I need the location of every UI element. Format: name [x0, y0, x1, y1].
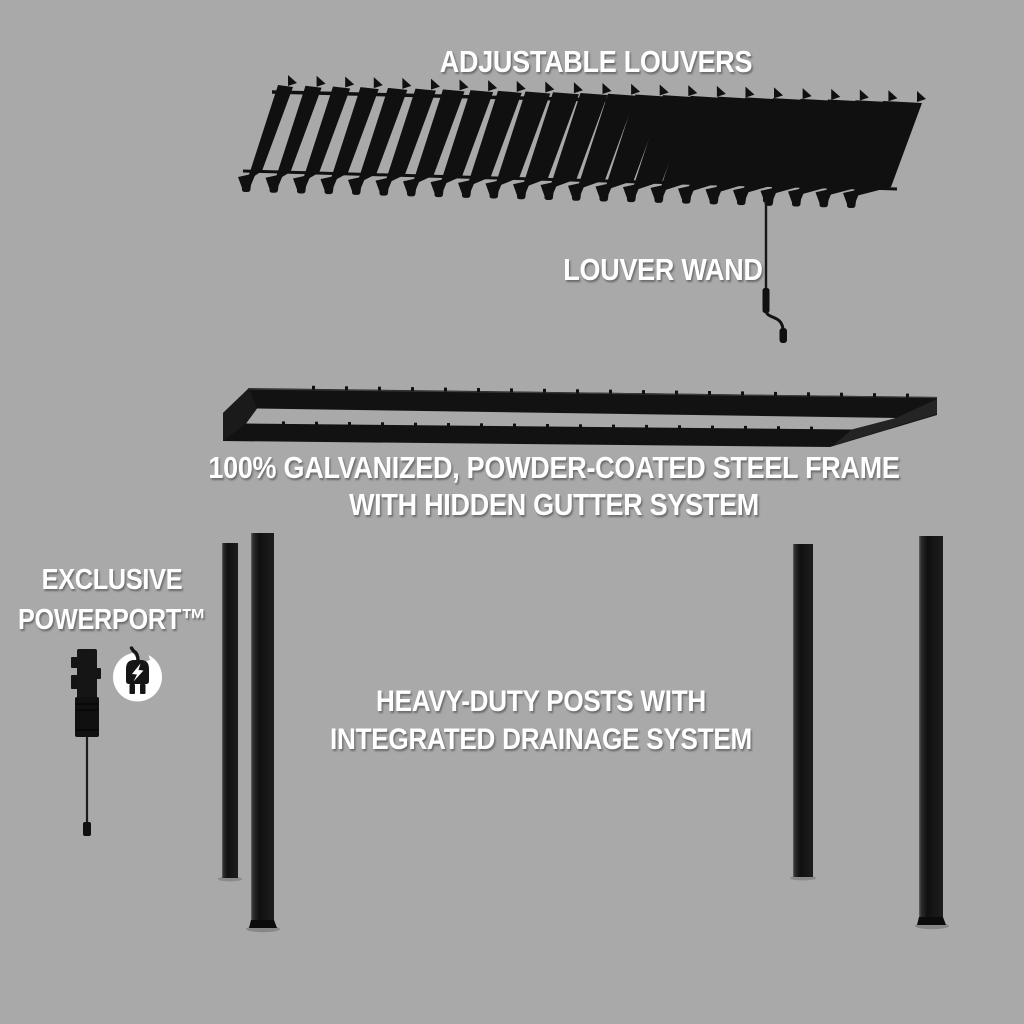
label-text-line2: POWERPORT™: [17, 604, 207, 636]
post-base: [249, 920, 277, 928]
plug-cord: [129, 646, 140, 663]
frame-ring: [223, 388, 937, 447]
louver-slats: [238, 75, 926, 208]
steel-frame: [223, 385, 938, 447]
wand-handle: [779, 328, 787, 343]
frame-left-face: [223, 388, 257, 441]
label-text-line2: INTEGRATED DRAINAGE SYSTEM: [330, 723, 752, 756]
label-adjustable-louvers: ADJUSTABLE LOUVERS: [440, 44, 955, 80]
powerport-tab: [71, 675, 78, 689]
frame-ticks: [282, 385, 909, 431]
louver-assembly: [238, 75, 926, 208]
powerport-device: [71, 646, 162, 836]
label-powerport: EXCLUSIVE POWERPORT™: [18, 560, 328, 640]
label-text-line1: 100% GALVANIZED, POWDER-COATED STEEL FRA…: [208, 450, 900, 485]
plug-prong: [129, 684, 135, 694]
frame-right-face: [833, 399, 937, 446]
lightning-bolt-icon: [132, 663, 144, 682]
powerport-plug-icon: [113, 646, 162, 702]
powerport-lower-housing: [75, 697, 99, 737]
label-text-line1: HEAVY-DUTY POSTS WITH: [376, 685, 706, 718]
posts: [218, 533, 949, 933]
label-steel-frame: 100% GALVANIZED, POWDER-COATED STEEL FRA…: [208, 449, 1024, 523]
post-front-left: [251, 533, 274, 928]
post-back-right: [793, 544, 813, 877]
wand-hook: [763, 194, 769, 202]
wand-sleeve: [762, 288, 770, 313]
wand-crank: [764, 309, 785, 332]
post-front-right: [919, 536, 943, 925]
powerport-cord-plug: [83, 822, 91, 836]
label-text: ADJUSTABLE LOUVERS: [439, 44, 753, 79]
louver-wand: [762, 194, 787, 343]
label-text-line2: WITH HIDDEN GUTTER SYSTEM: [348, 487, 760, 522]
label-text: LOUVER WAND: [563, 252, 763, 287]
label-posts: HEAVY-DUTY POSTS WITH INTEGRATED DRAINAG…: [330, 683, 1024, 759]
post-base: [917, 917, 946, 925]
plug-prong: [140, 684, 146, 694]
label-text-line1: EXCLUSIVE: [41, 564, 183, 596]
label-louver-wand: LOUVER WAND: [563, 252, 892, 288]
post-back-left: [222, 543, 238, 878]
frame-top-highlight: [248, 388, 938, 399]
powerport-tab: [71, 657, 78, 668]
